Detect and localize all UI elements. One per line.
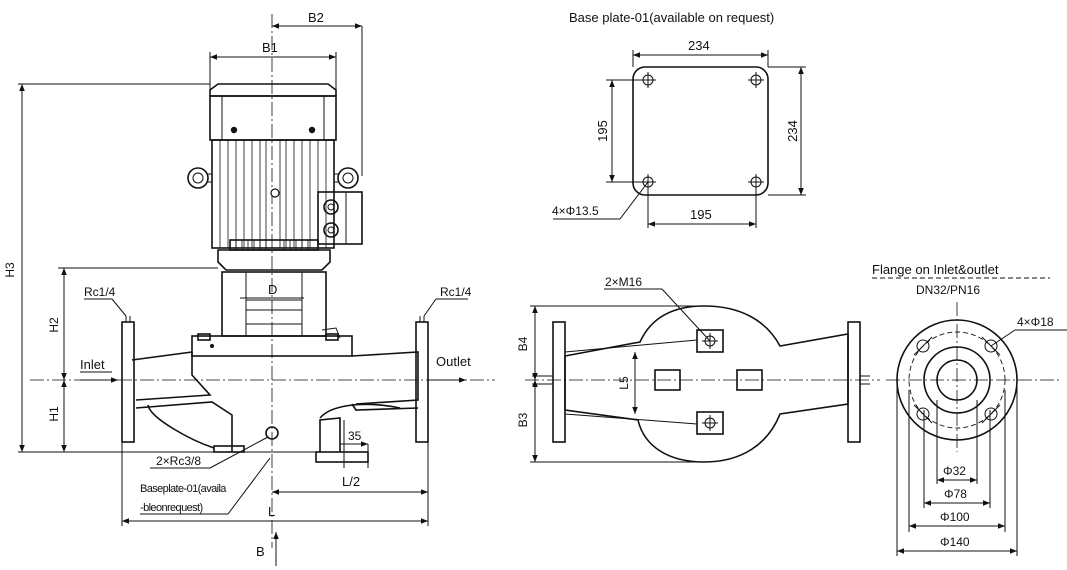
- motor-cap: [209, 83, 337, 141]
- dim-b2: B2: [308, 10, 324, 25]
- base-plate-hole: [748, 72, 764, 88]
- base-plate-height-left: 195: [595, 120, 610, 142]
- flange-bolt-hole: [913, 404, 933, 424]
- base-plate-holes: 4×Φ13.5: [552, 204, 599, 218]
- dim-d: D: [268, 282, 277, 297]
- dim-h2: H2: [47, 317, 61, 333]
- rc-left-label: Rc1/4: [84, 285, 116, 299]
- pump-casing: [131, 333, 419, 463]
- inlet-flange: [121, 316, 135, 443]
- dim-h3: H3: [3, 262, 17, 278]
- coupling-housing: [217, 249, 341, 339]
- outlet-label: Outlet: [436, 354, 471, 369]
- drain-label: 2×Rc3/8: [156, 454, 201, 468]
- flange-subtitle: DN32/PN16: [916, 283, 980, 297]
- base-note-line1: Baseplate-01(availa: [140, 483, 227, 495]
- top-view-bolts: 2×M16: [605, 275, 642, 289]
- rc-right-label: Rc1/4: [440, 285, 472, 299]
- dim-b4: B4: [516, 336, 530, 351]
- base-plate-width-top: 234: [688, 38, 710, 53]
- flange-title: Flange on Inlet&outlet: [872, 262, 999, 277]
- dim-l5: L5: [617, 376, 631, 390]
- flange-d78: Φ78: [944, 487, 967, 501]
- lifting-eye-left: [187, 167, 212, 189]
- b-arrow-label: B: [256, 544, 265, 559]
- base-plate-height-right: 234: [785, 120, 800, 142]
- base-plate-title: Base plate-01(available on request): [569, 10, 774, 25]
- dim-l-half: L/2: [342, 474, 360, 489]
- outlet-flange: [415, 316, 429, 443]
- terminal-box: [317, 191, 363, 245]
- motor-body: [211, 139, 335, 251]
- pump-top-view: 2×M16 B4 B3 L5: [516, 275, 880, 463]
- flange-bolt-hole: [981, 404, 1001, 424]
- flange-d32: Φ32: [943, 464, 966, 478]
- dim-h1: H1: [47, 406, 61, 422]
- dim-b1: B1: [262, 40, 278, 55]
- flange-view: Flange on Inlet&outlet DN32/PN16 4×Φ18: [872, 262, 1067, 556]
- flange-holes: 4×Φ18: [1017, 315, 1054, 329]
- base-plate-width-bottom: 195: [690, 207, 712, 222]
- lifting-eye-right: [334, 167, 359, 189]
- inlet-label: Inlet: [80, 357, 105, 372]
- flange-d140: Φ140: [940, 535, 970, 549]
- dim-l: L: [268, 504, 275, 519]
- base-plate-view: Base plate-01(available on request) 234 …: [552, 10, 806, 228]
- flange-d100: Φ100: [940, 510, 970, 524]
- base-plate-hole: [748, 174, 764, 190]
- pump-front-view: Inlet Outlet Rc1/4 Rc1/4 B2 B1 H3 H2 H1 …: [3, 10, 495, 566]
- dim-35: 35: [348, 429, 362, 443]
- flange-bolt-hole: [913, 336, 933, 356]
- base-note-line2: -bleonrequest): [140, 502, 203, 514]
- dim-b3: B3: [516, 412, 530, 427]
